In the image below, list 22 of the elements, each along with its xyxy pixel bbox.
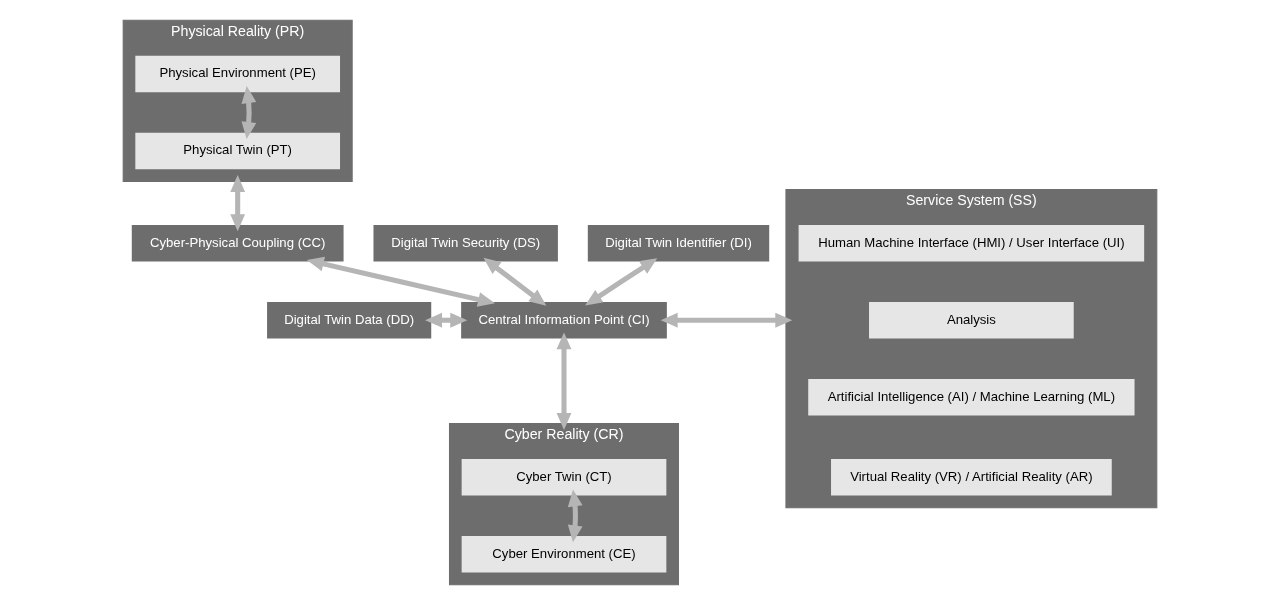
node-box: Virtual Reality (VR) / Artificial Reality (AR) <box>830 459 1112 496</box>
arrow <box>567 489 583 543</box>
node-box: Cyber Twin (CT) <box>461 459 666 496</box>
node-box: Cyber Environment (CE) <box>461 536 666 573</box>
arrow <box>241 86 256 139</box>
arrow <box>229 175 245 232</box>
node-box: Physical Environment (PE) <box>134 55 340 93</box>
node-box: Analysis <box>868 302 1074 339</box>
arrow <box>482 257 546 306</box>
node-box: Physical Twin (PT) <box>134 132 340 170</box>
arrow <box>306 256 495 307</box>
node-box: Digital Twin Data (DD) <box>266 302 431 339</box>
node-box: Cyber-Physical Coupling (CC) <box>131 224 344 262</box>
arrow <box>556 332 571 430</box>
node-box: Human Machine Interface (HMI) / User Interface (UI) <box>798 224 1144 262</box>
node-box: Central Information Point (CI) <box>460 302 667 339</box>
arrow <box>660 312 792 328</box>
node-box: Digital Twin Identifier (DI) <box>587 224 769 262</box>
arrow <box>584 258 657 306</box>
arrow <box>424 312 467 328</box>
node-box: Artificial Intelligence (AI) / Machine Learning (ML) <box>807 379 1135 416</box>
node-box: Digital Twin Security (DS) <box>372 224 558 262</box>
